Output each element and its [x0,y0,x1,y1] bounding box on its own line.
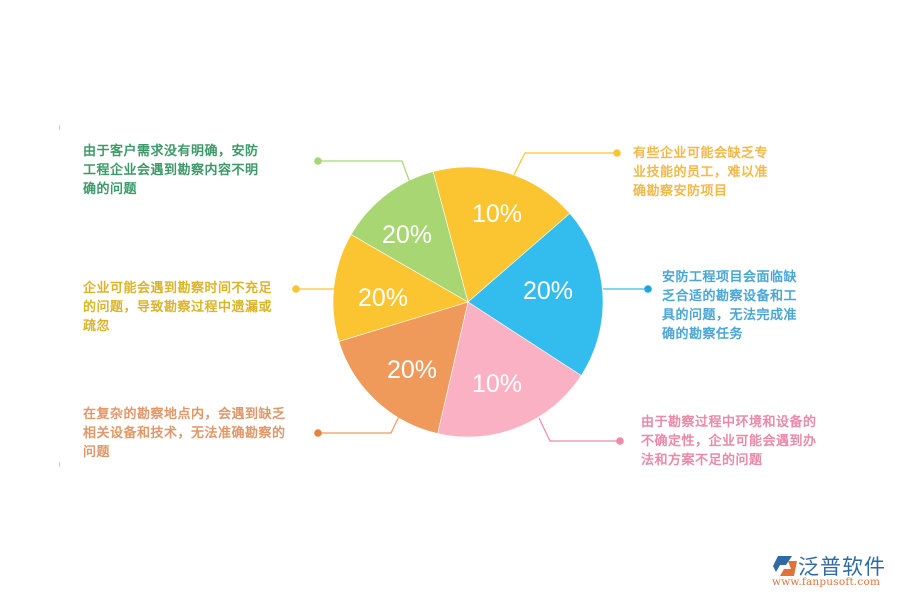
pie-slice [432,166,571,303]
connector-top-right [513,152,617,176]
annotation-line: 不确定性，企业可能会遇到办 [641,434,817,449]
annotation-line: 安防工程项目会面临缺 [662,270,798,285]
annotation-top-left: 由于客户需求没有明确，安防 工程企业会遇到勘察内容不明 确的问题 [83,142,259,199]
annotation-line: 由于勘察过程中环境和设备的 [641,415,817,430]
annotation-line: 相关设备和技术，无法准确勘察的 [83,426,286,441]
fanpu-logo-icon [773,556,797,576]
slice-label-yellow-left: 20% [358,284,408,312]
slice-label-orange: 20% [387,356,437,384]
annotation-mid-right: 安防工程项目会面临缺 乏合适的勘察设备和工 具的问题，无法完成准 确的勘察任务 [662,268,797,344]
annotation-line: 问题 [83,445,111,460]
logo-url-text: www.fanpusoft.com [772,576,881,588]
pie-slices [332,166,604,438]
tick-mark-bottom [59,462,60,467]
pie-slice [338,301,469,434]
slice-label-yellow-top: 10% [472,200,522,228]
slice-label-green: 20% [382,221,432,249]
slice-label-pink: 10% [472,370,522,398]
dot-mid-right [644,285,652,293]
annotation-line: 业技能的员工，难以准 [633,165,769,180]
pie-slice [332,234,469,342]
dot-bottom-right [616,437,624,445]
annotation-bottom-left: 在复杂的勘察地点内，会遇到缺乏 相关设备和技术，无法准确勘察的 问题 [83,405,286,462]
annotation-line: 工程企业会遇到勘察内容不明 [83,163,259,178]
annotation-line: 乏合适的勘察设备和工 [662,289,798,304]
annotation-line: 疏忽 [83,319,111,334]
connector-bottom-left [318,409,403,434]
annotation-line: 确勘察安防项目 [633,184,728,199]
annotation-bottom-right: 由于勘察过程中环境和设备的 不确定性，企业可能会遇到办 法和方案不足的问题 [641,413,817,470]
dot-bottom-left [314,429,322,437]
connector-top-left [318,160,413,189]
slice-label-blue: 20% [523,277,573,305]
annotation-line: 有些企业可能会缺乏专 [633,146,769,161]
connector-bottom-right [538,417,620,442]
annotation-line: 确的勘察任务 [662,327,744,342]
dot-mid-left [292,285,300,293]
pie-slice [437,301,582,438]
tick-mark-top [59,125,60,130]
dot-top-left [314,157,322,165]
annotation-line: 法和方案不足的问题 [641,453,763,468]
pie-slice [350,171,469,303]
annotation-line: 由于客户需求没有明确，安防 [83,144,259,159]
fanpu-logo: 泛普软件 www.fanpusoft.com [768,553,893,593]
annotation-line: 的问题，导致勘察过程中遗漏或 [83,300,273,315]
pie-slice [467,213,604,376]
annotation-top-right: 有些企业可能会缺乏专 业技能的员工，难以准 确勘察安防项目 [633,144,768,201]
annotation-line: 具的问题，无法完成准 [662,308,798,323]
annotation-line: 确的问题 [83,182,138,197]
logo-brand-text: 泛普软件 [798,555,886,579]
dot-top-right [613,149,621,157]
annotation-line: 在复杂的勘察地点内，会遇到缺乏 [83,407,286,422]
annotation-line: 企业可能会遇到勘察时间不充足 [83,281,273,296]
annotation-mid-left: 企业可能会遇到勘察时间不充足 的问题，导致勘察过程中遗漏或 疏忽 [83,279,272,336]
